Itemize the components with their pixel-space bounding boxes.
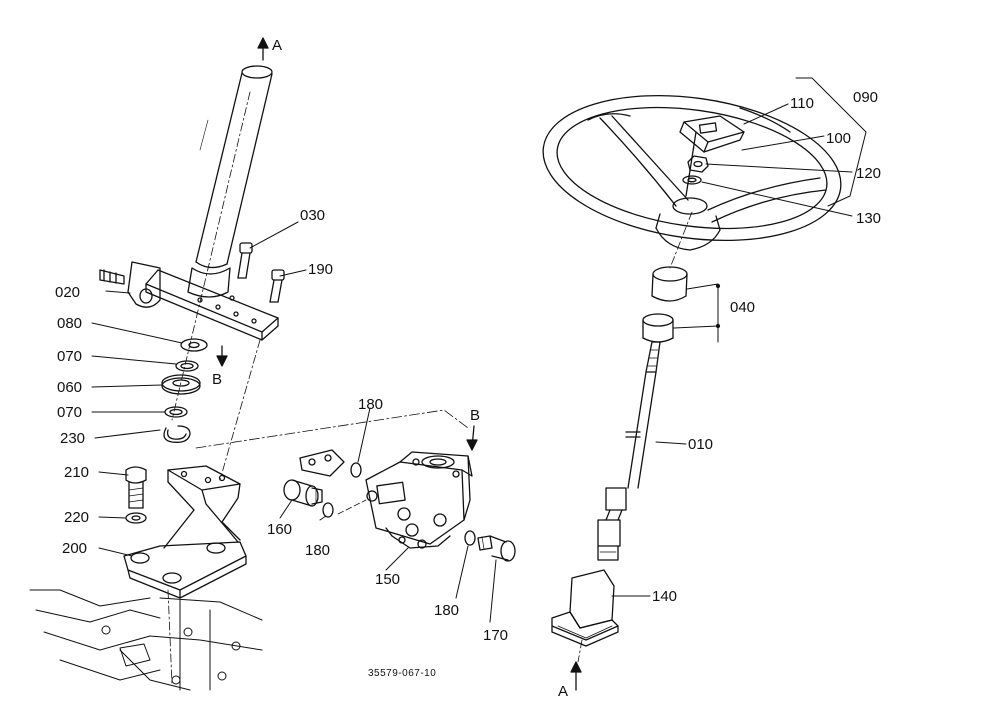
fitting-160 — [283, 479, 323, 507]
label-060: 060 — [57, 379, 83, 396]
leader-lines — [91, 77, 867, 685]
bearing-060 — [161, 374, 201, 395]
label-070-lower: 070 — [57, 404, 83, 421]
bushing-040-upper — [651, 266, 688, 302]
pedestal-200 — [123, 465, 247, 599]
arrow-a-bottom — [570, 661, 582, 691]
label-150: 150 — [375, 571, 401, 588]
oring-180-top — [350, 462, 362, 478]
boot-140 — [551, 569, 619, 647]
hose-connector — [299, 449, 345, 477]
arrow-a-top — [257, 37, 269, 61]
drawing-reference: 35579-067-10 — [368, 668, 437, 679]
label-210: 210 — [64, 464, 90, 481]
marker-a-bottom: A — [558, 683, 569, 700]
label-010: 010 — [688, 436, 714, 453]
washer-220 — [125, 512, 147, 524]
ring-070-upper — [175, 360, 199, 372]
oring-180-left — [322, 502, 334, 518]
label-080: 080 — [57, 315, 83, 332]
label-110: 110 — [790, 95, 814, 112]
arrow-b-right — [466, 425, 478, 451]
fitting-170 — [477, 535, 516, 562]
label-200: 200 — [62, 540, 88, 557]
arrow-b-left — [216, 345, 228, 367]
marker-b-left: B — [212, 371, 223, 388]
label-170: 170 — [483, 627, 509, 644]
label-220: 220 — [64, 509, 90, 526]
tractor-frame — [29, 589, 263, 691]
bolt-210 — [125, 466, 147, 509]
label-070-upper: 070 — [57, 348, 83, 365]
steering-shaft-010 — [597, 341, 661, 561]
steering-column-tube — [187, 65, 273, 298]
label-030: 030 — [300, 207, 326, 224]
oring-180-right — [464, 530, 476, 546]
label-180-top: 180 — [358, 396, 384, 413]
nut-120 — [687, 155, 709, 173]
circlip-230 — [163, 425, 191, 443]
label-020: 020 — [55, 284, 81, 301]
bracket-020 — [99, 261, 279, 341]
label-160: 160 — [267, 521, 293, 538]
label-120: 120 — [856, 165, 882, 182]
label-130: 130 — [856, 210, 882, 227]
bolt-190 — [269, 269, 285, 303]
bolt-030 — [237, 242, 253, 279]
washer-080 — [180, 338, 208, 352]
label-040: 040 — [730, 299, 756, 316]
steering-unit-150 — [365, 451, 473, 549]
label-090: 090 — [853, 89, 879, 106]
label-180-left: 180 — [305, 542, 331, 559]
label-140: 140 — [652, 588, 678, 605]
label-230: 230 — [60, 430, 86, 447]
label-100: 100 — [826, 130, 852, 147]
label-190: 190 — [308, 261, 334, 278]
label-180-right: 180 — [434, 602, 460, 619]
marker-b-right: B — [470, 407, 481, 424]
center-cap-110 — [679, 115, 745, 153]
bushing-040-lower — [642, 313, 674, 343]
ring-070-lower — [164, 406, 188, 418]
marker-a-top: A — [272, 37, 283, 54]
washer-130 — [682, 175, 702, 185]
